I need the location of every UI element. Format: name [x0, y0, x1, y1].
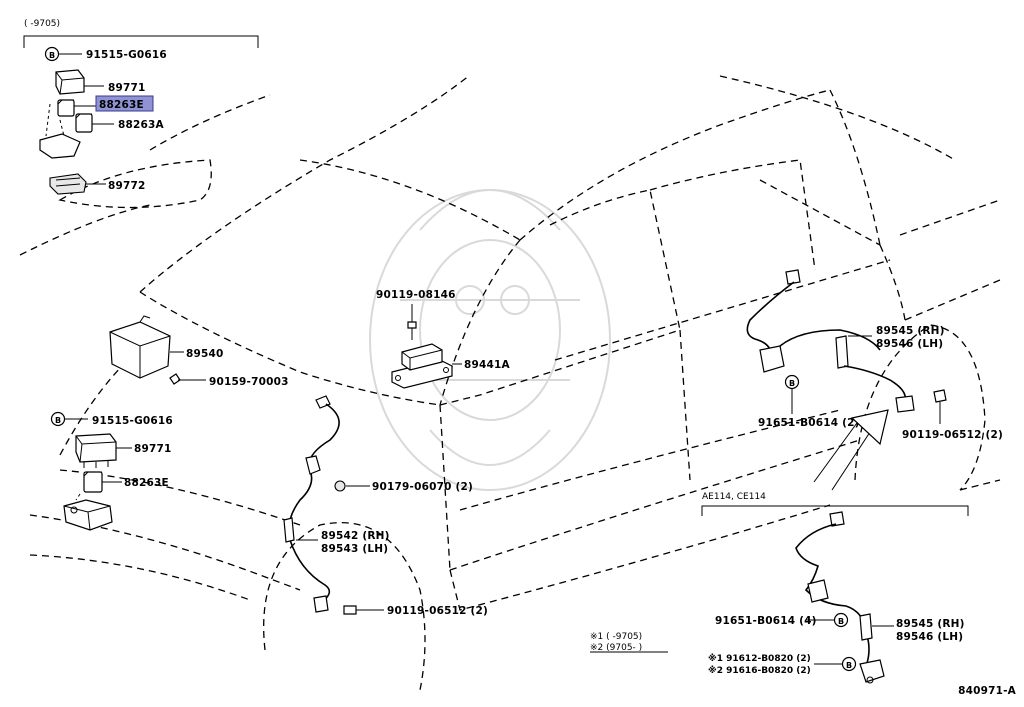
- relay-bracket-lower-icon: [63, 493, 113, 531]
- relay-88263e-lower-icon: [83, 471, 122, 493]
- bolt-front-icon: [343, 605, 384, 615]
- label-inset-lh: 89546 (LH): [896, 631, 963, 643]
- label-front-lh: 89543 (LH): [321, 543, 388, 555]
- label-relay-highlight[interactable]: 88263E: [99, 99, 144, 111]
- inset-sensor-icon: [795, 511, 894, 684]
- inset-bracket: [701, 505, 969, 516]
- front-speed-sensor-icon: [283, 395, 340, 613]
- bracket-89772-icon: [49, 173, 106, 195]
- label-front-rh: 89542 (RH): [321, 530, 390, 542]
- bolt-top-icon: [407, 304, 417, 340]
- label-nut-front: 90179-06070 (2): [372, 481, 473, 493]
- label-bolt-b: 91515-G0616: [92, 415, 173, 427]
- highlight-88263e: [95, 95, 154, 112]
- inset-group: AE114, CE114 91651-B0614 (4) B 89545 (RH…: [701, 492, 969, 684]
- screw-icon: [169, 373, 206, 385]
- label-bolt-front: 90119-06512 (2): [387, 605, 488, 617]
- relay-bracket-icon: [39, 103, 81, 159]
- label-sensor-mid: 89441A: [464, 359, 511, 371]
- footnote-legend: ※1 ( -9705) ※2 (9705- ): [590, 632, 668, 653]
- label-screw-ecu: 90159-70003: [209, 376, 289, 388]
- label-bolt-top: 90119-08146: [376, 289, 456, 301]
- label-relay-c: 89771: [134, 443, 172, 455]
- relay-89771-icon: [55, 69, 104, 95]
- lower-relay-group: B 91515-G0616 89771 88263E: [50, 411, 173, 531]
- bolt-marker-rear: B: [784, 374, 800, 414]
- rear-speed-sensor-icon: [746, 269, 915, 413]
- svg-text:B: B: [49, 51, 55, 60]
- label-inset-bolt: 91651-B0614 (4): [715, 615, 817, 627]
- bolt-marker-inset-a: B: [833, 612, 849, 628]
- svg-text:B: B: [55, 416, 61, 425]
- label-inset-note-1: ※1 91612-B0820 (2): [708, 653, 811, 664]
- legend-note-2: ※2 (9705- ): [590, 643, 642, 653]
- bolt-rear-icon: [933, 389, 947, 424]
- label-bolt-rear-b: 90119-06512 (2): [902, 429, 1003, 441]
- diagram-code: 840971-A: [958, 685, 1017, 697]
- svg-text:B: B: [846, 661, 852, 670]
- legend-note-1: ※1 ( -9705): [590, 632, 642, 642]
- inset-pointer-arrow: [813, 409, 889, 491]
- label-relay-a: 89771: [108, 82, 146, 94]
- relay-88263e-icon: [57, 99, 96, 117]
- car-body-outline: [19, 74, 1001, 691]
- watermark: [369, 189, 611, 491]
- label-ecu: 89540: [186, 348, 224, 360]
- label-relay-d: 88263E: [124, 477, 169, 489]
- svg-text:B: B: [838, 617, 844, 626]
- label-inset-rh: 89545 (RH): [896, 618, 965, 630]
- label-bracket: 89772: [108, 180, 146, 192]
- deceleration-sensor-icon: [391, 343, 462, 389]
- label-relay-b: 88263A: [118, 119, 165, 131]
- svg-text:B: B: [789, 379, 795, 388]
- group-bracket: [23, 35, 259, 48]
- range-label: ( -9705): [24, 19, 60, 29]
- label-rear-lh: 89546 (LH): [876, 338, 943, 350]
- bolt-marker-inset-b: B: [841, 656, 857, 672]
- label-inset-note-2: ※2 91616-B0820 (2): [708, 665, 811, 676]
- inset-title: AE114, CE114: [702, 492, 766, 502]
- abs-ecu-icon: [109, 315, 184, 379]
- relay-88263a-icon: [75, 113, 114, 133]
- label-bolt-rear-a: 91651-B0614 (2): [758, 417, 860, 429]
- bolt-marker-a: B: [44, 46, 82, 62]
- label-bolt-a: 91515-G0616: [86, 49, 167, 61]
- nut-front-icon: [334, 480, 370, 492]
- relay-89771-lower-icon: [75, 433, 132, 468]
- top-left-group: ( -9705) B 91515-G0616 89771 88263E: [23, 19, 259, 195]
- bolt-marker-b: B: [50, 411, 88, 427]
- label-rear-rh: 89545 (RH): [876, 325, 945, 337]
